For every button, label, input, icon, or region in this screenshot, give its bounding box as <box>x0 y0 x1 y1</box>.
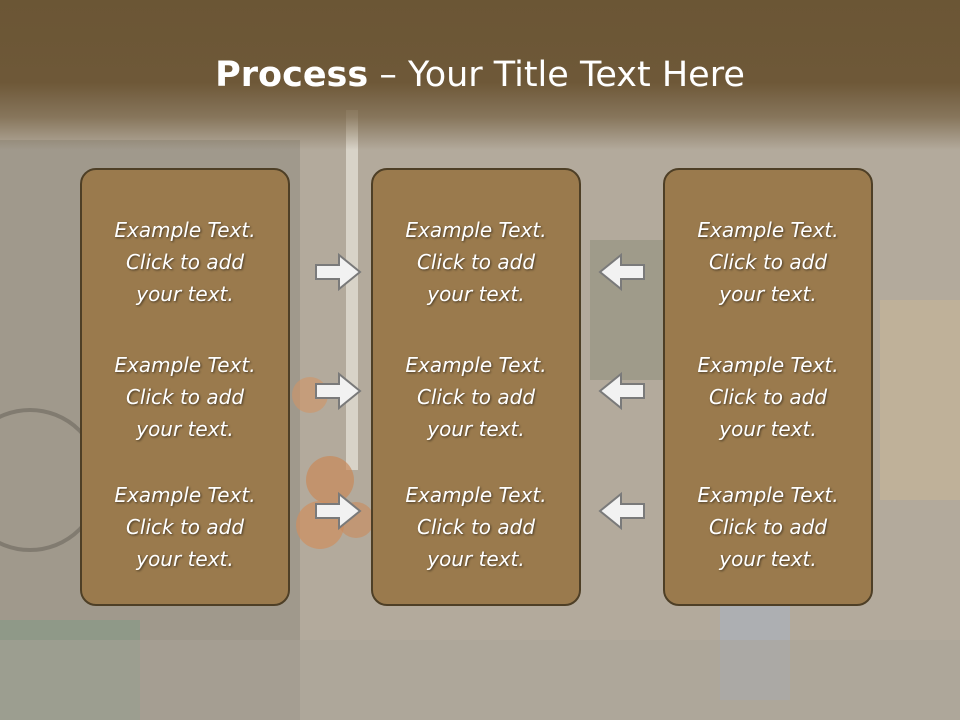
box-text[interactable]: Example Text. Click to add your text. <box>697 353 839 441</box>
box-text[interactable]: Example Text. Click to add your text. <box>114 218 256 306</box>
title-bold: Process <box>215 55 369 95</box>
title-band <box>0 0 960 150</box>
process-box-left[interactable]: Example Text. Click to add your text. Ex… <box>80 168 290 606</box>
box-text[interactable]: Example Text. Click to add your text. <box>405 218 547 306</box>
box-text[interactable]: Example Text. Click to add your text. <box>405 353 547 441</box>
arrow-left-icon <box>598 371 645 411</box>
arrow-right-icon <box>315 491 362 531</box>
title-rest: – Your Title Text Here <box>368 55 745 95</box>
box-text[interactable]: Example Text. Click to add your text. <box>114 353 256 441</box>
box-text[interactable]: Example Text. Click to add your text. <box>114 483 256 571</box>
arrow-left-icon <box>598 491 645 531</box>
process-box-right[interactable]: Example Text. Click to add your text. Ex… <box>663 168 873 606</box>
process-box-center[interactable]: Example Text. Click to add your text. Ex… <box>371 168 581 606</box>
box-text[interactable]: Example Text. Click to add your text. <box>697 483 839 571</box>
arrow-right-icon <box>315 371 362 411</box>
arrow-left-icon <box>598 252 645 292</box>
slide-title[interactable]: Process – Your Title Text Here <box>0 52 960 98</box>
box-text[interactable]: Example Text. Click to add your text. <box>405 483 547 571</box>
arrow-right-icon <box>315 252 362 292</box>
box-text[interactable]: Example Text. Click to add your text. <box>697 218 839 306</box>
